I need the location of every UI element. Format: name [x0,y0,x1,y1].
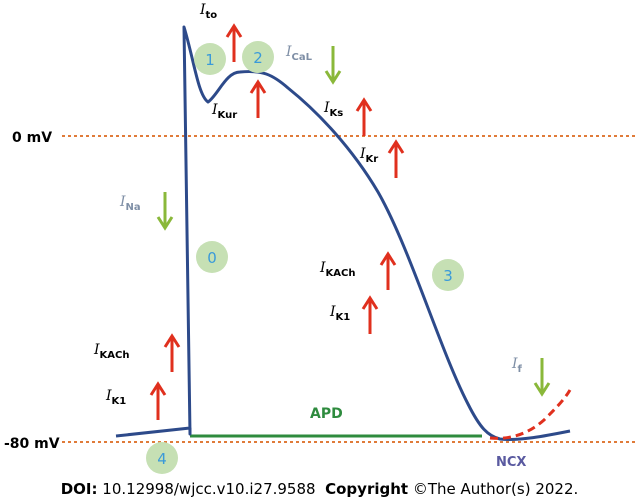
funny-current-dashed-curve [489,389,572,440]
minus-eighty-mv-label: -80 mV [4,436,60,452]
ikach-mid-label: IKACh [319,260,355,279]
ikach-left-up-arrow-icon [163,333,181,372]
figure-footer: DOI: 10.12998/wjcc.v10.i27.9588 Copyrigh… [0,480,639,498]
phase-2-marker: 2 [242,41,274,73]
ical-down-arrow-icon [324,46,342,85]
ncx-label: NCX [496,455,526,470]
copyright-text: ©The Author(s) 2022. [412,480,579,498]
phase-3-marker: 3 [432,259,464,291]
ik1-mid-label: IK1 [329,304,350,323]
ito-up-arrow-icon [225,23,243,62]
ikur-label: IKur [211,102,237,121]
phase-4-marker: 4 [146,442,178,474]
svg-text:0: 0 [207,249,217,267]
phase-0-marker: 0 [196,241,228,273]
if-label: If [511,356,523,375]
ikach-left-label: IKACh [93,342,129,361]
svg-text:3: 3 [443,267,453,285]
ikur-up-arrow-icon [249,79,267,118]
ical-label: ICaL [285,44,313,63]
action-potential-curve [115,25,571,441]
doi-value: 10.12998/wjcc.v10.i27.9588 [102,480,316,498]
ina-down-arrow-icon [156,192,174,231]
copyright-label: Copyright [325,480,409,498]
doi-label: DOI: [60,480,98,498]
ito-label: Ito [199,2,217,21]
ik1-mid-up-arrow-icon [361,295,379,334]
ik1-left-up-arrow-icon [149,381,167,420]
if-down-arrow-icon [533,358,551,397]
svg-text:2: 2 [253,49,263,67]
iks-up-arrow-icon [355,97,373,136]
ina-label: INa [119,194,141,213]
apd-label: APD [310,406,343,422]
iks-label: IKs [323,100,343,119]
svg-text:1: 1 [205,51,215,69]
ik1-left-label: IK1 [105,388,126,407]
ikr-up-arrow-icon [387,139,405,178]
zero-mv-label: 0 mV [12,130,52,146]
ikr-label: IKr [359,146,378,165]
ikach-mid-up-arrow-icon [379,251,397,290]
phase-1-marker: 1 [194,43,226,75]
svg-text:4: 4 [157,450,167,468]
